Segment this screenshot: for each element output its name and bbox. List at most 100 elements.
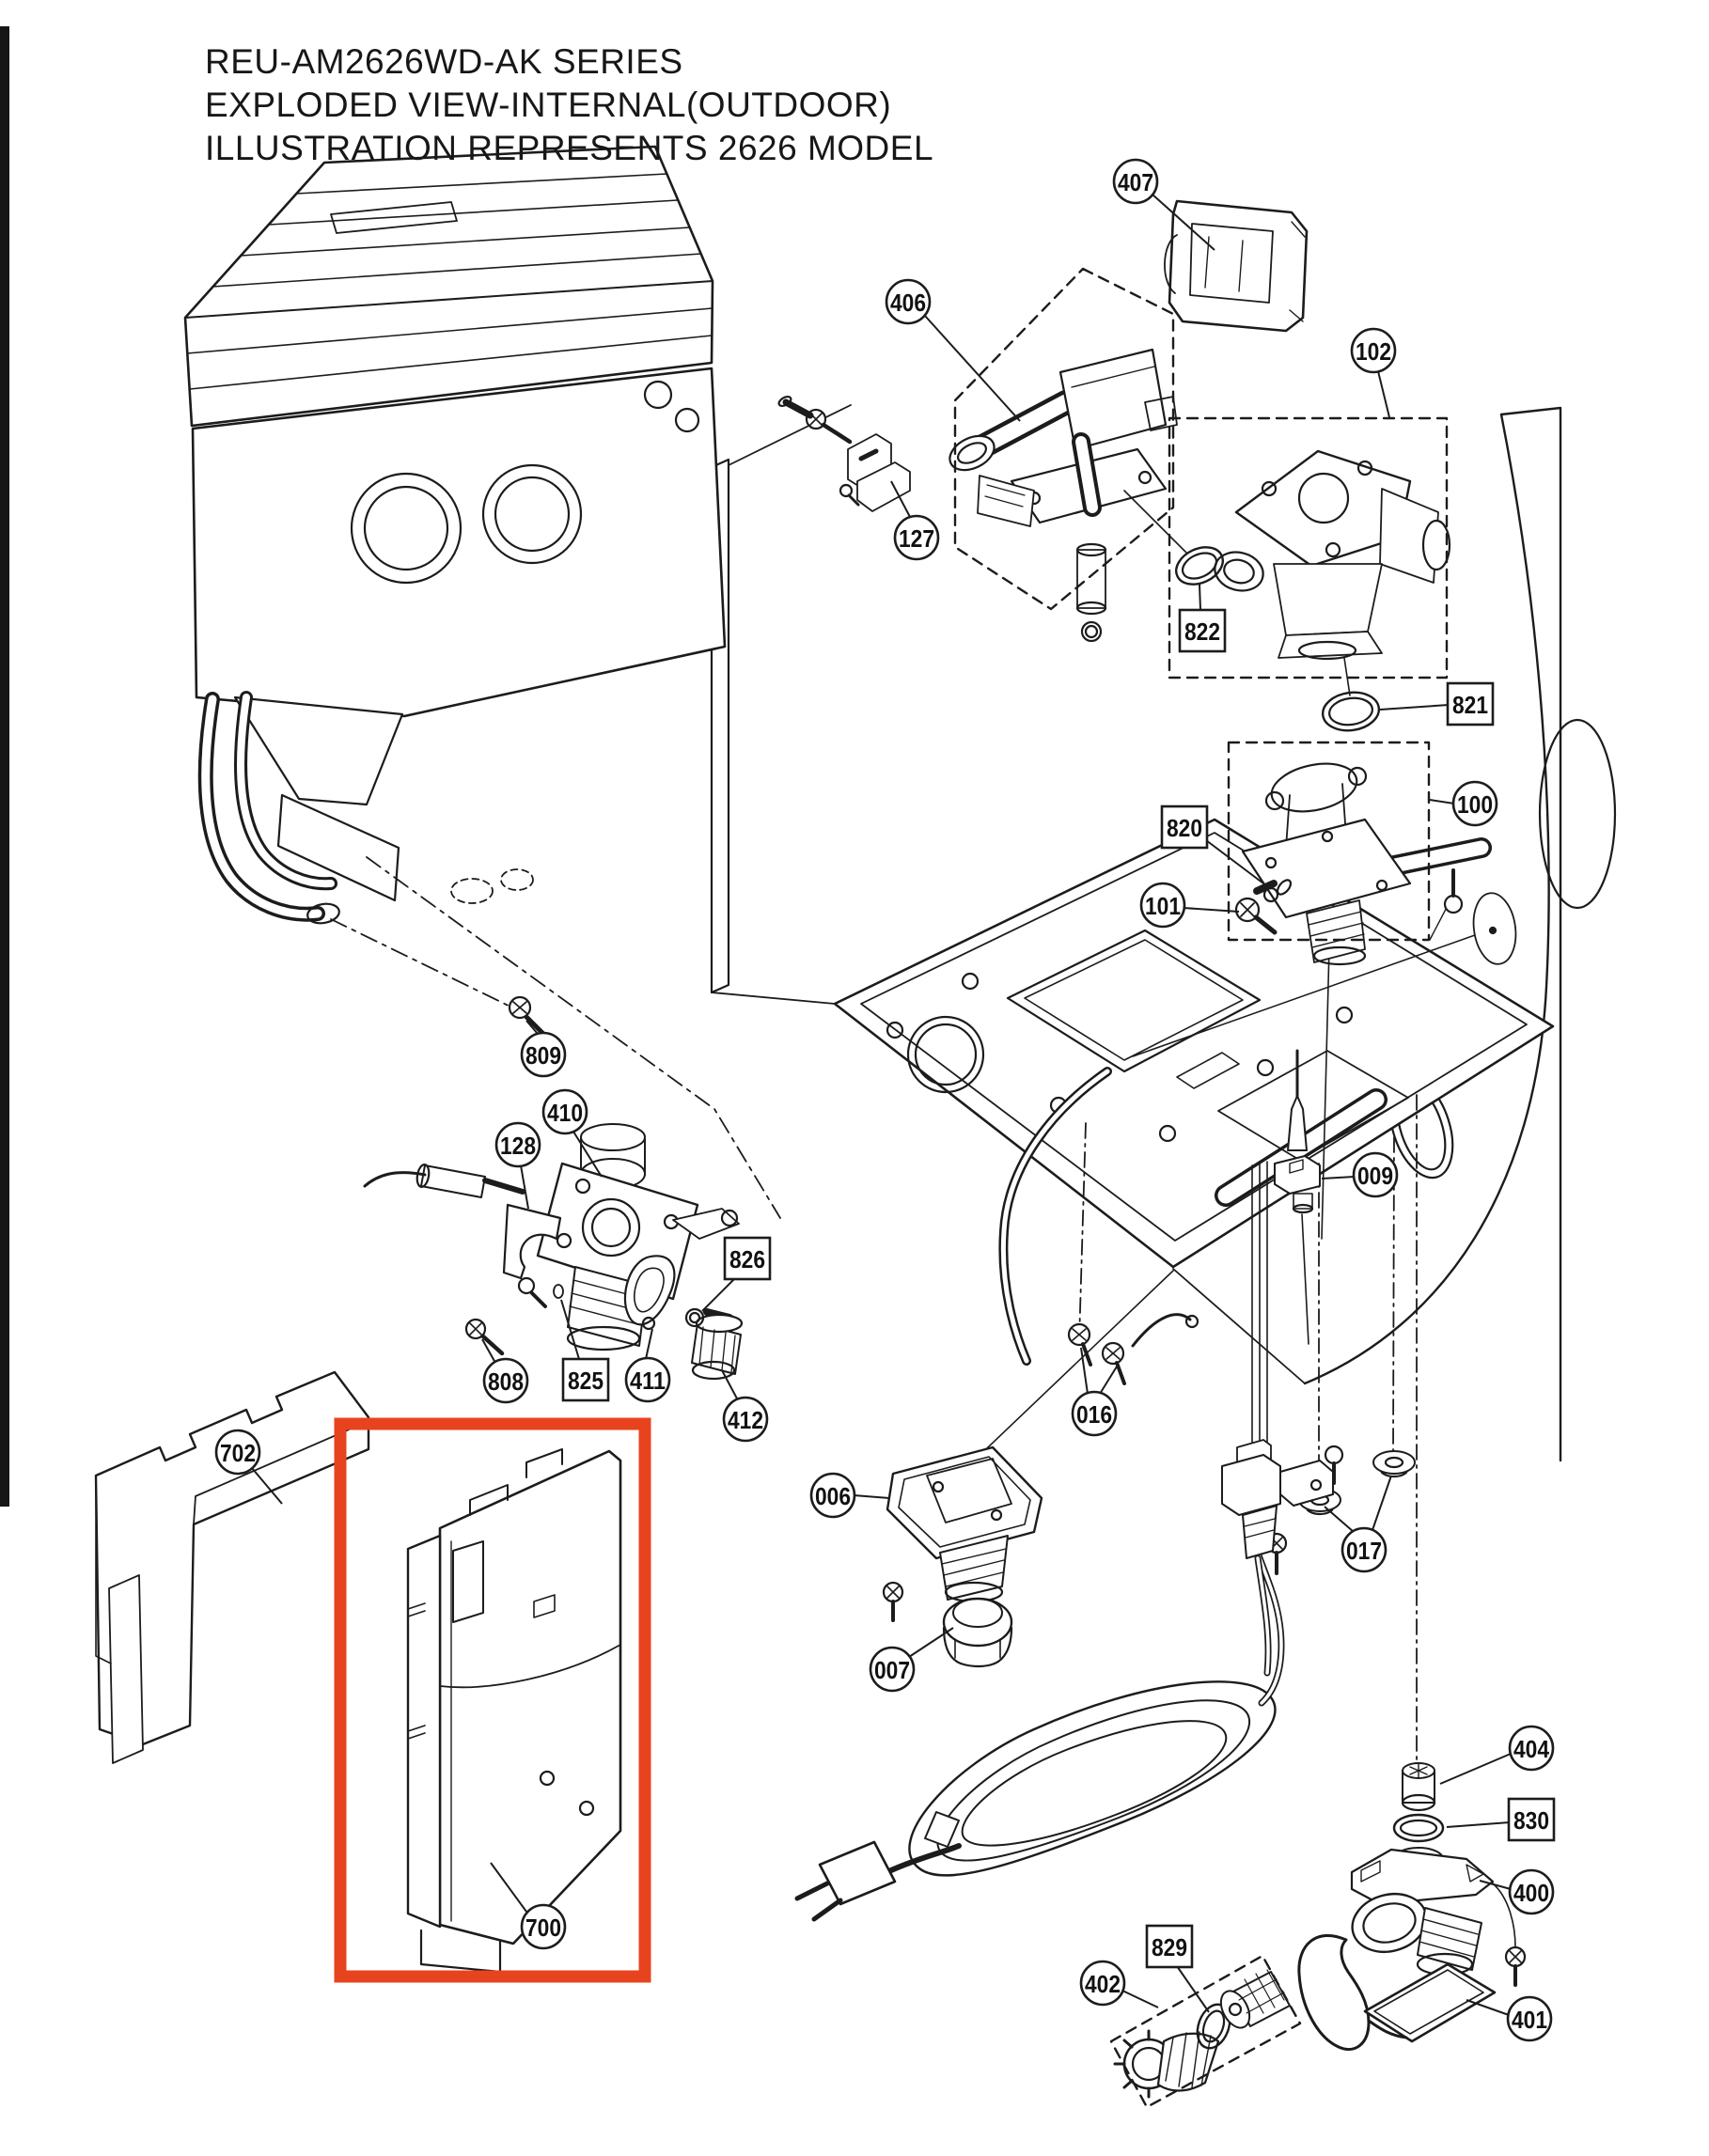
callout-407: 407 <box>1112 158 1215 251</box>
callout-leader-line <box>560 1299 580 1360</box>
callout-number: 401 <box>1512 2006 1547 2034</box>
part-412-fitting-ellipse <box>695 1313 744 1334</box>
part-406-solenoid-valve-path <box>1058 348 1168 451</box>
cabinet-back-panel-path <box>1172 1268 1306 1384</box>
callout-leader-line <box>1479 1880 1512 1890</box>
callout-number: 009 <box>1357 1162 1393 1190</box>
screws-016-path <box>1105 1347 1121 1360</box>
screw-400 <box>1504 1945 1527 1987</box>
dashed-box-402-path <box>1109 1954 1302 2109</box>
base-tray-path <box>1024 939 1244 1061</box>
highlight-box <box>334 1417 651 1983</box>
oring-822-path <box>1123 490 1187 554</box>
dashed-box-406-path <box>953 267 1175 611</box>
screw-808-path <box>469 1322 482 1336</box>
part-128-sensor-path <box>482 1178 525 1195</box>
part-406-solenoid-valve-ellipse <box>1075 542 1107 557</box>
callout-017: 017 <box>1324 1475 1392 1573</box>
part-100-water-valve-path <box>1306 899 1366 963</box>
construction-lines-path <box>1321 946 1330 1240</box>
heat-exchanger-path <box>366 856 781 1219</box>
construction-lines-path <box>1251 1161 1268 1460</box>
part-127-bracket-path <box>782 398 814 419</box>
callout-830: 830 <box>1446 1797 1556 1842</box>
callout-700: 700 <box>490 1862 567 1950</box>
heat-exchanger-path <box>330 918 513 1008</box>
dashed-box-100 <box>1227 741 1431 942</box>
cord-anchor-path <box>1244 1518 1276 1539</box>
base-tray-circle <box>886 1021 904 1039</box>
screw-006 <box>882 1581 904 1622</box>
callout-bubble <box>1160 805 1209 850</box>
part-100-water-valve-circle <box>1375 879 1388 892</box>
part-102-gas-valve-path <box>1343 657 1351 696</box>
callout-number: 006 <box>815 1482 851 1510</box>
dashed-box-102-path <box>1168 416 1449 680</box>
part-406-solenoid-valve-path <box>1075 436 1098 513</box>
part-100-water-valve-circle <box>1321 830 1334 843</box>
callout-826: 826 <box>701 1236 772 1312</box>
callout-number: 101 <box>1145 892 1181 920</box>
heat-exchanger-path <box>276 793 400 902</box>
part-009-thermistor-path <box>1274 1155 1321 1195</box>
heat-exchanger-path <box>233 695 404 806</box>
cabinet-back-panel-ellipse <box>1538 718 1617 910</box>
part-100-water-valve-circle <box>1347 766 1368 787</box>
power-cord-path <box>936 1699 1251 1862</box>
power-cord-path <box>961 1720 1228 1847</box>
part-128-bracket-path <box>502 1203 562 1280</box>
part-702-cover-path <box>94 1370 370 1746</box>
part-009-thermistor <box>1274 1049 1321 1345</box>
base-tray-path <box>1217 1050 1409 1161</box>
part-007-ring-nut-ellipse <box>942 1597 1013 1648</box>
callout-821: 821 <box>1379 681 1495 726</box>
callout-number: 825 <box>568 1367 604 1395</box>
part-700-control-unit-path <box>533 1594 556 1618</box>
part-128-sensor-path <box>420 1164 486 1198</box>
callout-leader-line <box>1439 1753 1512 1785</box>
callout-number: 404 <box>1513 1735 1549 1763</box>
part-402-filter-ellipse <box>1219 1990 1251 2029</box>
part-407-burner-case-path <box>1164 234 1178 294</box>
part-407-burner-case-path <box>1168 199 1309 333</box>
cabinet-back-panel-path <box>1303 413 1550 1385</box>
grommet-plate <box>1472 892 1517 965</box>
cord-anchor-circle <box>1309 1478 1323 1492</box>
part-401-drain-plug-path <box>1373 1969 1484 2035</box>
part-402-filter-circle <box>1228 2002 1243 2017</box>
part-100-water-valve-circle <box>1264 790 1285 811</box>
part-102-gas-valve-ellipse <box>1297 640 1357 661</box>
part-404-bushing-ellipse <box>1401 1793 1436 1812</box>
base-tray-path <box>833 818 1555 1269</box>
oring-826-circle <box>688 1311 701 1324</box>
part-006-inlet-path <box>926 1458 1012 1523</box>
part-410-gas-control-circle <box>720 1209 739 1227</box>
dashed-box-402 <box>1109 1954 1302 2109</box>
part-128-bracket-circle <box>517 1276 536 1295</box>
part-700-control-unit-path <box>452 1540 484 1623</box>
callout-leader-line <box>490 1862 527 1913</box>
part-406-solenoid-valve-path <box>1144 396 1178 431</box>
part-410-gas-control-circle <box>574 1178 591 1195</box>
part-401-drain-plug-path <box>1297 1933 1371 2051</box>
oring-829-ellipse <box>1201 2009 1226 2043</box>
heat-exchanger-path <box>330 201 458 234</box>
part-102-gas-valve <box>1214 449 1451 696</box>
callout-411: 411 <box>624 1328 671 1403</box>
construction-lines-path <box>1078 1122 1087 1343</box>
part-100-water-valve-ellipse <box>1312 945 1367 966</box>
callout-bubble <box>624 1356 671 1403</box>
heat-exchanger-circle <box>481 463 583 565</box>
part-007-ring-nut-path <box>959 1662 996 1668</box>
callout-leader-line <box>853 1494 890 1499</box>
screws-016-circle <box>1184 1314 1199 1329</box>
callout-bubble <box>1506 1995 1553 2042</box>
pin-825-ellipse <box>553 1284 564 1299</box>
heat-exchanger <box>183 145 781 1219</box>
cord-anchor-path <box>1221 1454 1281 1516</box>
callout-bubble <box>1112 158 1159 205</box>
part-406-solenoid-valve-circle <box>1137 470 1152 485</box>
part-007-ring-nut <box>942 1597 1013 1668</box>
screw-809-path <box>512 1001 527 1014</box>
